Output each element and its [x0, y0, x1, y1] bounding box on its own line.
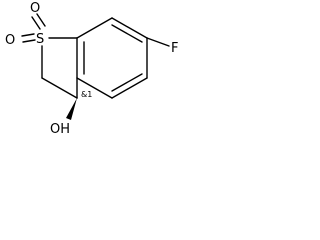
- bond-c8-c7: [111, 17, 148, 39]
- oxygen-atom-left: O: [5, 33, 15, 48]
- stereocenter: [66, 77, 78, 120]
- stereo-descriptor: &1: [81, 90, 92, 99]
- bond-c5-c4a: [76, 77, 113, 99]
- fluorine-atom: F: [171, 41, 178, 56]
- hydroxyl-group: OH: [50, 122, 70, 137]
- oxygen-atom-top: O: [30, 1, 40, 16]
- benzene-ring: [76, 17, 148, 99]
- sulfur-atom: S: [36, 32, 44, 47]
- bond-c6-c5-inner: [111, 73, 143, 92]
- bond-s1-o-top-b: [36, 13, 46, 27]
- thiopyran-ring: [41, 37, 78, 99]
- bond-c8a-c8: [76, 17, 113, 39]
- bond-c8-c7-inner: [111, 24, 143, 43]
- bond-s1-o-left-b: [22, 39, 36, 43]
- wedge-bond-c4-oh: [66, 98, 77, 120]
- bond-s1-o-top-a: [31, 16, 41, 30]
- bond-c2-c3: [41, 77, 78, 99]
- chemical-structure: S O O F OH &1: [5, 1, 178, 137]
- bond-s1-o-left-a: [21, 33, 35, 37]
- sulfonyl-bonds: [21, 13, 46, 43]
- bond-c6-f: [146, 37, 170, 47]
- bond-c6-c5: [111, 77, 148, 99]
